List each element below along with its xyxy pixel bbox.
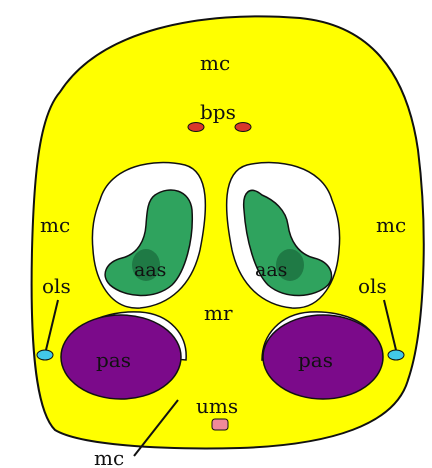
label-ols-right: ols: [358, 274, 387, 298]
label-mr: mr: [204, 301, 233, 325]
label-pas-left: pas: [96, 348, 131, 372]
label-mc-right: mc: [376, 213, 406, 237]
ols-dot-left: [37, 350, 53, 360]
label-ums: ums: [196, 394, 238, 418]
label-aas-right: aas: [255, 259, 287, 281]
ums-marker: [212, 419, 228, 430]
ols-dot-right: [388, 350, 404, 360]
label-bps: bps: [200, 100, 236, 124]
label-pas-right: pas: [298, 348, 333, 372]
label-aas-left: aas: [134, 259, 166, 281]
bps-dot-right: [235, 123, 251, 132]
label-mc-left: mc: [40, 213, 70, 237]
label-ols-left: ols: [42, 274, 71, 298]
label-mc-top: mc: [200, 51, 230, 75]
label-mc-bottom: mc: [94, 446, 124, 468]
